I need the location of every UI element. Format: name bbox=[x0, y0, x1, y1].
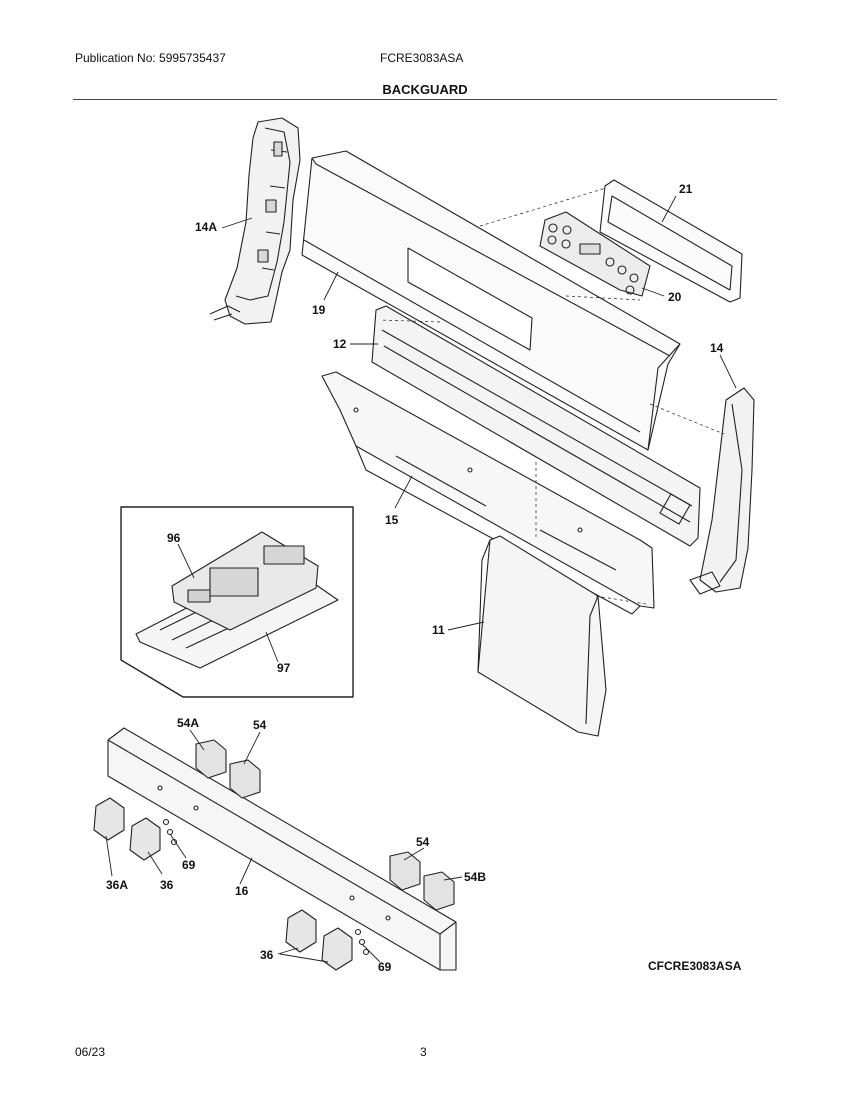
footer-date: 06/23 bbox=[75, 1045, 106, 1059]
part-69-springs-right bbox=[354, 928, 370, 956]
callout-54a: 54A bbox=[177, 716, 199, 730]
drawing-id: CFCRE3083ASA bbox=[648, 959, 742, 973]
page-title: BACKGUARD bbox=[382, 82, 468, 97]
part-36-knob-bottom-2 bbox=[321, 927, 353, 971]
alignment-lines bbox=[379, 187, 725, 605]
callout-36a: 36A bbox=[106, 878, 128, 892]
callout-12: 12 bbox=[333, 337, 347, 351]
part-19-backguard-panel bbox=[301, 150, 681, 451]
part-11-rear-cover bbox=[477, 535, 607, 737]
callout-11: 11 bbox=[432, 623, 445, 637]
callout-69-left: 69 bbox=[182, 858, 196, 872]
callout-36-bottom: 36 bbox=[260, 948, 274, 962]
part-54-switch-upper bbox=[229, 759, 261, 799]
callout-54-lower: 54 bbox=[416, 835, 430, 849]
callout-14a: 14A bbox=[195, 220, 217, 234]
part-36-knob-bottom-1 bbox=[285, 909, 317, 953]
part-21-bezel-frame bbox=[599, 179, 743, 303]
part-12-inner-frame bbox=[371, 305, 701, 547]
part-54-switch-lower bbox=[389, 851, 421, 891]
callout-96: 96 bbox=[167, 531, 181, 545]
part-20-control-board bbox=[539, 211, 651, 297]
callout-20: 20 bbox=[668, 290, 682, 304]
callout-36-left: 36 bbox=[160, 878, 174, 892]
header-rule bbox=[73, 99, 777, 100]
callout-97: 97 bbox=[277, 661, 291, 675]
callout-16: 16 bbox=[235, 884, 249, 898]
leader-lines bbox=[105, 195, 737, 963]
part-14a-left-endcap bbox=[209, 117, 301, 325]
publication-number: Publication No: 5995735437 bbox=[75, 51, 226, 65]
callout-54b: 54B bbox=[464, 870, 486, 884]
page-number: 3 bbox=[420, 1045, 427, 1059]
callout-19: 19 bbox=[312, 303, 326, 317]
part-54b-switch bbox=[423, 871, 455, 911]
callout-69-right: 69 bbox=[378, 960, 392, 974]
callout-15: 15 bbox=[385, 513, 399, 527]
callout-54-upper: 54 bbox=[253, 718, 267, 732]
inset-box bbox=[120, 506, 354, 698]
part-36-knob-left bbox=[129, 817, 161, 861]
part-16-control-panel bbox=[107, 727, 457, 971]
part-96-electronic-board bbox=[171, 531, 319, 631]
part-14-right-endcap bbox=[689, 387, 755, 595]
model-number: FCRE3083ASA bbox=[380, 51, 464, 65]
callout-14: 14 bbox=[710, 341, 724, 355]
callout-21: 21 bbox=[679, 182, 693, 196]
part-36a-knob bbox=[93, 797, 125, 841]
